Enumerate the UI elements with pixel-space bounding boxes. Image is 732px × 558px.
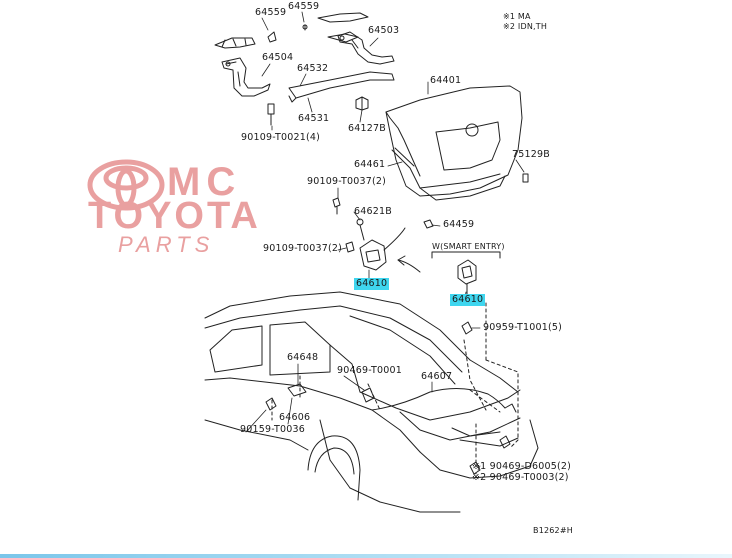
label-64532: 64532	[297, 63, 329, 74]
bolt-90959	[461, 321, 473, 335]
label-64461: 64461	[354, 159, 386, 170]
watermark-parts: PARTS	[118, 232, 215, 257]
label-smart-entry: W(SMART ENTRY)	[432, 242, 505, 251]
label-64607: 64607	[421, 371, 453, 382]
label-64648: 64648	[287, 352, 319, 363]
label-90469-t0003: ※2 90469-T0003(2)	[472, 472, 569, 483]
weatherstrip-64461	[391, 147, 506, 201]
label-90159-t0036: 90159-T0036	[240, 424, 305, 435]
label-75129b: 75129B	[512, 149, 550, 160]
leader-lines	[245, 11, 525, 471]
label-64606: 64606	[279, 412, 311, 423]
bolt-64559-right	[302, 24, 308, 31]
screw-90109-t0037-lower	[345, 241, 355, 253]
cushion-64459	[423, 219, 434, 229]
screw-90109-t0037-upper	[332, 197, 341, 215]
label-64621b: 64621B	[354, 206, 392, 217]
label-90109-t0021: 90109-T0021(4)	[241, 132, 321, 143]
clip-75129b	[522, 173, 529, 183]
label-90469-d6005: ※1 90469-D6005(2)	[472, 461, 572, 472]
bolts-90469	[469, 435, 511, 475]
hinge-arm-left	[221, 57, 271, 97]
grommet-64127b	[355, 96, 369, 111]
label-64559-left: 64559	[255, 7, 287, 18]
label-64127b: 64127B	[348, 123, 386, 134]
legend-note-2: ※2 IDN,TH	[503, 22, 548, 31]
opener-64606	[287, 383, 307, 397]
bottom-accent-bar	[0, 554, 732, 558]
label-64531: 64531	[298, 113, 330, 124]
label-64504: 64504	[262, 52, 294, 63]
watermark-toyota: TOYOTA	[88, 195, 261, 237]
label-64610-smart-entry[interactable]: 64610	[450, 294, 486, 306]
bolt-64559-left	[267, 31, 277, 43]
lock-64610	[356, 218, 406, 271]
label-64610-main[interactable]: 64610	[354, 278, 390, 290]
smart-entry-bracket	[431, 251, 501, 295]
hinge-arm-right	[337, 31, 395, 65]
cable-64607	[371, 388, 517, 413]
label-90109-t0037-upper: 90109-T0037(2)	[307, 176, 387, 187]
watermark-logo	[87, 159, 165, 211]
arrow-to-lock	[397, 255, 421, 273]
torsion-bar-64532	[288, 71, 395, 103]
watermark-mc: MC	[167, 160, 242, 204]
car-body	[204, 291, 539, 513]
label-64503: 64503	[368, 25, 400, 36]
label-90469-t0001: 90469-T0001	[337, 365, 402, 376]
legend-note-1: ※1 MA	[503, 12, 531, 21]
clip-90159	[265, 397, 277, 411]
label-64459: 64459	[443, 219, 475, 230]
label-90109-t0037-lower: 90109-T0037(2)	[263, 243, 343, 254]
label-64559-right: 64559	[288, 1, 320, 12]
trunk-lid	[385, 85, 523, 197]
clip-90469-t0001	[361, 387, 375, 403]
diagram-reference-code: B1262#H	[533, 526, 573, 535]
guide-lines	[271, 299, 519, 463]
bolt-64504	[267, 103, 275, 126]
label-90959-t1001: 90959-T1001(5)	[483, 322, 563, 333]
label-64401: 64401	[430, 75, 462, 86]
